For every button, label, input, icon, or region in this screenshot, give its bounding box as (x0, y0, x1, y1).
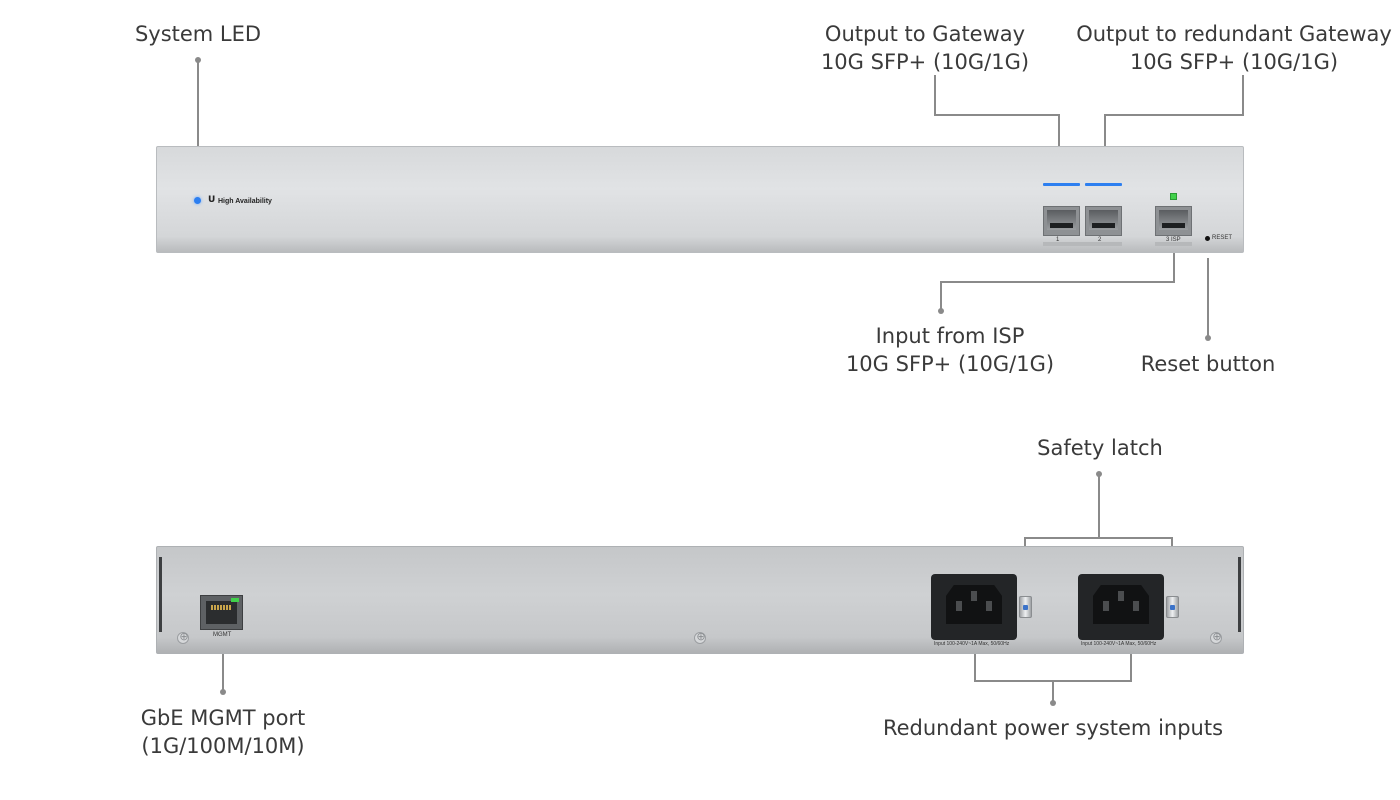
label-redundant-power: Redundant power system inputs (882, 716, 1224, 740)
power-input-2[interactable] (1078, 574, 1164, 640)
port3-label: 3 ISP (1166, 237, 1181, 243)
label-input-isp: Input from ISP 10G SFP+ (10G/1G) (820, 322, 1080, 378)
safety-latch-1[interactable] (1019, 596, 1032, 618)
label-gbe-mgmt-line2: (1G/100M/10M) (141, 734, 305, 758)
port2-label: 2 (1098, 237, 1102, 243)
port2-link-led (1085, 183, 1122, 186)
iec-socket (1093, 585, 1149, 624)
power-input-1[interactable] (931, 574, 1017, 640)
port1-link-led (1043, 183, 1080, 186)
sfp-port-1[interactable] (1043, 206, 1080, 236)
latch-lock-icon (1170, 605, 1175, 610)
sfp-slot (1050, 223, 1073, 228)
safety-latch-2[interactable] (1166, 596, 1179, 618)
mgmt-port[interactable] (200, 595, 243, 630)
label-output-redundant-line2: 10G SFP+ (10G/1G) (1129, 50, 1339, 74)
sfp-port-2[interactable] (1085, 206, 1122, 236)
label-safety-latch: Safety latch (1037, 436, 1163, 460)
callout-output-gateway (934, 75, 1060, 146)
label-gbe-mgmt: GbE MGMT port (1G/100M/10M) (113, 704, 333, 760)
label-input-isp-line1: Input from ISP (875, 324, 1025, 348)
reset-text: RESET (1212, 235, 1233, 241)
mgmt-text: MGMT (213, 632, 232, 638)
brand-text: High Availability (218, 198, 272, 205)
sfp-slot (1092, 223, 1115, 228)
psu1-rating: Input 100-240V~1A Max, 50/60Hz (934, 641, 1010, 647)
callout-output-redundant (1104, 75, 1244, 146)
screw-icon (177, 630, 190, 644)
label-output-redundant-gateway: Output to redundant Gateway 10G SFP+ (10… (1074, 20, 1394, 76)
left-rack-tab (159, 557, 162, 632)
mgmt-link-led (231, 598, 239, 602)
label-input-isp-line2: 10G SFP+ (10G/1G) (845, 352, 1055, 376)
callout-power (974, 654, 1132, 682)
rj45-pins (211, 605, 231, 610)
right-rack-tab (1238, 557, 1241, 632)
screw-icon (1210, 630, 1223, 644)
label-output-gateway-line2: 10G SFP+ (10G/1G) (820, 50, 1030, 74)
latch-lock-icon (1023, 605, 1028, 610)
iec-pin (1133, 601, 1139, 611)
sfp-slot (1162, 223, 1185, 228)
iec-pin (1118, 591, 1124, 601)
label-system-led: System LED (134, 22, 262, 46)
port-group-cap (1043, 242, 1122, 246)
sfp-port-isp[interactable] (1155, 206, 1192, 236)
psu2-rating: Input 100-240V~1A Max, 50/60Hz (1081, 641, 1157, 647)
callout-input-isp (940, 253, 1175, 311)
iec-pin (986, 601, 992, 611)
label-output-gateway-line1: Output to Gateway (824, 22, 1026, 46)
isp-port-led (1170, 193, 1177, 200)
front-panel: U High Availability 1 2 3 ISP RESET (156, 146, 1244, 253)
system-led (194, 197, 201, 204)
isp-port-cap (1155, 242, 1192, 246)
iec-pin (956, 601, 962, 611)
rear-panel: MGMT Input 100-240V~1A Max, 50/60Hz In (156, 546, 1244, 654)
port1-label: 1 (1056, 237, 1060, 243)
iec-socket (946, 585, 1002, 624)
screw-icon (694, 630, 707, 644)
iec-pin (1103, 601, 1109, 611)
iec-pin (971, 591, 977, 601)
reset-button[interactable] (1205, 236, 1210, 241)
label-reset-button: Reset button (1140, 352, 1276, 376)
label-gbe-mgmt-line1: GbE MGMT port (140, 706, 306, 730)
ubiquiti-logo-icon: U (208, 195, 216, 205)
label-output-gateway: Output to Gateway 10G SFP+ (10G/1G) (800, 20, 1050, 76)
label-output-redundant-line1: Output to redundant Gateway (1076, 22, 1392, 46)
